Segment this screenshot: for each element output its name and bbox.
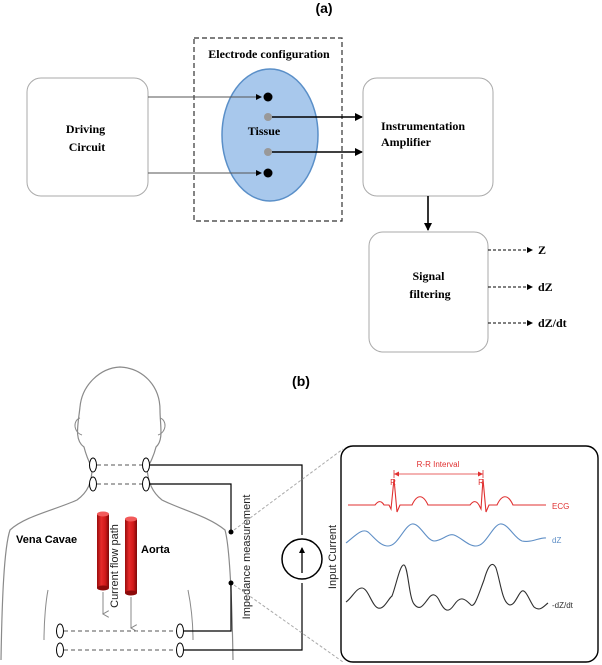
- filtering-box: [368, 231, 489, 353]
- vena-cavae-vessel: [97, 511, 109, 591]
- panel-a: (a) Electrode configuration Driving Circ…: [26, 0, 567, 353]
- tissue-label: Tissue: [248, 124, 281, 138]
- lower-electrode-right-1: [176, 623, 184, 639]
- zoom-line-bottom: [233, 584, 344, 663]
- neck-electrode-right-2: [142, 476, 150, 492]
- amplifier-line-2: Amplifier: [381, 135, 432, 149]
- left-arm-inner: [43, 589, 49, 641]
- output-dz-label: dZ: [538, 280, 553, 294]
- lower-electrodes: [56, 623, 184, 658]
- aorta-body: [125, 519, 137, 593]
- right-arm-inner: [187, 589, 194, 641]
- electrode-config-label: Electrode configuration: [208, 47, 330, 61]
- output-dzdt-label: dZ/dt: [538, 316, 567, 330]
- vena-cavae-body: [97, 514, 109, 588]
- vena-cavae-label: Vena Cavae: [16, 534, 77, 546]
- signals-panel: [340, 445, 599, 663]
- current-flow-label: Current flow path: [109, 524, 121, 608]
- neck-electrodes: [89, 457, 150, 492]
- driving-circuit-label: Driving Circuit: [66, 122, 108, 154]
- input-current-label: Input Current: [327, 525, 339, 589]
- amplifier-line-1: Instrumentation: [381, 119, 465, 133]
- rr-arrow-head-right: [478, 471, 483, 477]
- dzdt-label: -dZ/dt: [552, 601, 574, 610]
- ecg-label: ECG: [552, 502, 569, 511]
- neck-electrode-left-2: [89, 476, 97, 492]
- amplifier-label: Instrumentation Amplifier: [381, 119, 468, 149]
- lower-electrode-left-2: [56, 642, 64, 658]
- panel-b-label: (b): [292, 373, 310, 389]
- driving-circuit-line-1: Driving: [66, 122, 105, 136]
- neck-electrode-left-1: [89, 457, 97, 473]
- measure-wire-bottom: [184, 585, 232, 632]
- output-z-label: Z: [538, 243, 546, 257]
- drive-electrode-bottom: [263, 168, 273, 178]
- panel-b: (b): [0, 366, 599, 663]
- tissue-ellipse: [221, 68, 319, 202]
- left-ear: [74, 417, 83, 436]
- vena-cavae-bottom: [97, 585, 109, 591]
- lower-electrode-left-1: [56, 623, 64, 639]
- right-ear: [157, 417, 166, 436]
- neck-electrode-right-1: [142, 457, 150, 473]
- dz-trace: [345, 523, 547, 547]
- dzdt-trace: [345, 563, 549, 611]
- ecg-trace: [348, 478, 546, 513]
- filtering-label: Signal filtering: [409, 269, 450, 301]
- rr-arrow-head-left: [394, 471, 399, 477]
- measure-node-top: [228, 529, 234, 535]
- lower-electrode-right-2: [176, 642, 184, 658]
- zoom-line-top: [233, 448, 344, 531]
- aorta-bottom: [125, 590, 137, 596]
- impedance-label: Impedance measurement: [241, 495, 253, 620]
- vena-cavae-top: [97, 511, 109, 517]
- sense-electrode-top: [264, 113, 272, 121]
- aorta-top: [125, 516, 137, 522]
- current-wire-top: [150, 464, 303, 535]
- panel-a-label: (a): [315, 0, 332, 16]
- dz-label: dZ: [552, 536, 561, 545]
- sense-electrode-bottom: [264, 148, 272, 156]
- filtering-line-1: Signal: [412, 269, 445, 283]
- driving-circuit-line-2: Circuit: [69, 140, 105, 154]
- driving-circuit-box: [26, 77, 149, 197]
- aorta-label: Aorta: [141, 544, 171, 556]
- electrode-config-box: [193, 37, 343, 222]
- drive-electrode-top: [263, 92, 273, 102]
- r-peak-right-label: R: [478, 478, 484, 487]
- rr-interval-label: R-R Interval: [417, 460, 460, 469]
- measure-node-bottom: [228, 580, 234, 586]
- filtering-line-2: filtering: [409, 287, 450, 301]
- measure-wire-top: [150, 483, 232, 530]
- current-wire-bottom: [184, 583, 303, 651]
- aorta-vessel: [125, 516, 137, 596]
- body-outline: [0, 366, 234, 661]
